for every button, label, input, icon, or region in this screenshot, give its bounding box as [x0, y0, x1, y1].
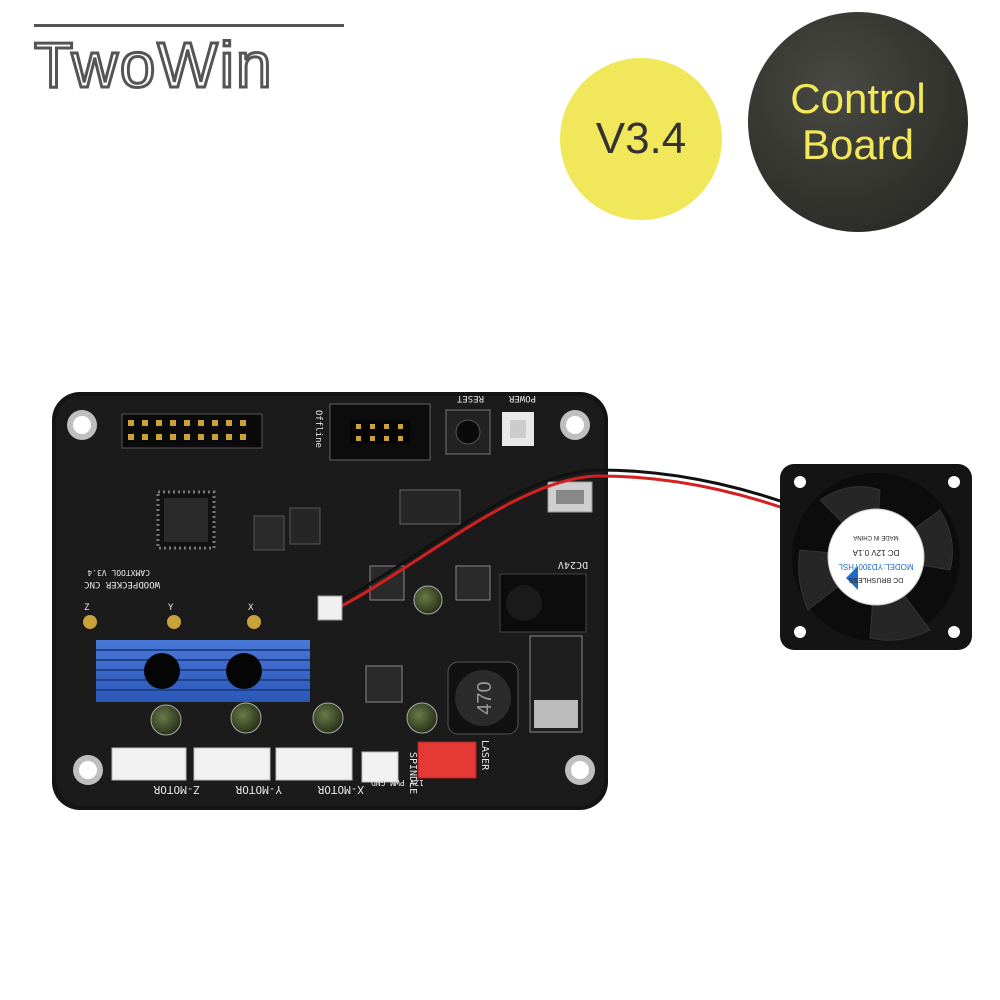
label-x-motor: X-MOTOR	[317, 783, 364, 796]
fan-wires	[317, 468, 831, 621]
version-badge: V3.4	[560, 58, 722, 220]
product-badge: Control Board	[748, 12, 968, 232]
label-model: WOODPECKER CNC	[84, 579, 160, 589]
heatsink	[96, 640, 310, 702]
inductor: 470	[447, 661, 519, 735]
logo-text: TwoWin	[33, 28, 274, 103]
label-offline: Offline	[313, 410, 323, 448]
label-maker: CAMXTOOL V3.4	[87, 568, 150, 577]
power-led	[502, 412, 534, 446]
microcontroller-chip	[156, 490, 216, 550]
reset-button	[445, 409, 491, 455]
label-laser: LASER	[479, 740, 490, 771]
potentiometers	[83, 615, 261, 629]
label-z-motor: Z-MOTOR	[153, 783, 200, 796]
label-y-motor: Y-MOTOR	[235, 783, 282, 796]
ic-chips	[253, 489, 583, 733]
product-label-line2: Board	[801, 121, 915, 168]
label-spindle: SPINDLE	[407, 752, 418, 794]
dc-jack	[499, 573, 587, 633]
product-label-line1: Control	[790, 75, 926, 122]
label-reset: RESET	[456, 393, 484, 403]
label-axis-z: Z	[84, 603, 90, 613]
inductor-value: 470	[474, 681, 496, 714]
capacitors	[150, 585, 443, 736]
fan-label-line1: DC BRUSHLESS	[848, 576, 903, 583]
motor-connectors	[111, 741, 477, 783]
label-power: POWER	[508, 393, 536, 403]
offline-header	[329, 403, 431, 461]
mounting-holes	[67, 410, 595, 785]
fan-label-line2: MODEL:YD3007HSL	[838, 562, 914, 571]
label-axis-x: X	[248, 603, 254, 613]
logo-line	[34, 24, 344, 27]
fan-label-line3: DC 12V 0.1A	[852, 548, 899, 557]
fan-label-line4: MADE IN CHINA	[853, 534, 898, 540]
pin-header-limits	[121, 413, 263, 449]
cooling-fan: DC BRUSHLESS MODEL:YD3007HSL DC 12V 0.1A…	[780, 464, 972, 650]
usb-port	[547, 481, 593, 513]
label-dc24v: DC24V	[558, 559, 588, 570]
label-axis-y: Y	[168, 603, 174, 613]
version-label: V3.4	[595, 114, 687, 163]
brand-logo: TwoWin	[33, 22, 344, 112]
label-laser-pins: 12V PWM GND	[371, 778, 424, 787]
